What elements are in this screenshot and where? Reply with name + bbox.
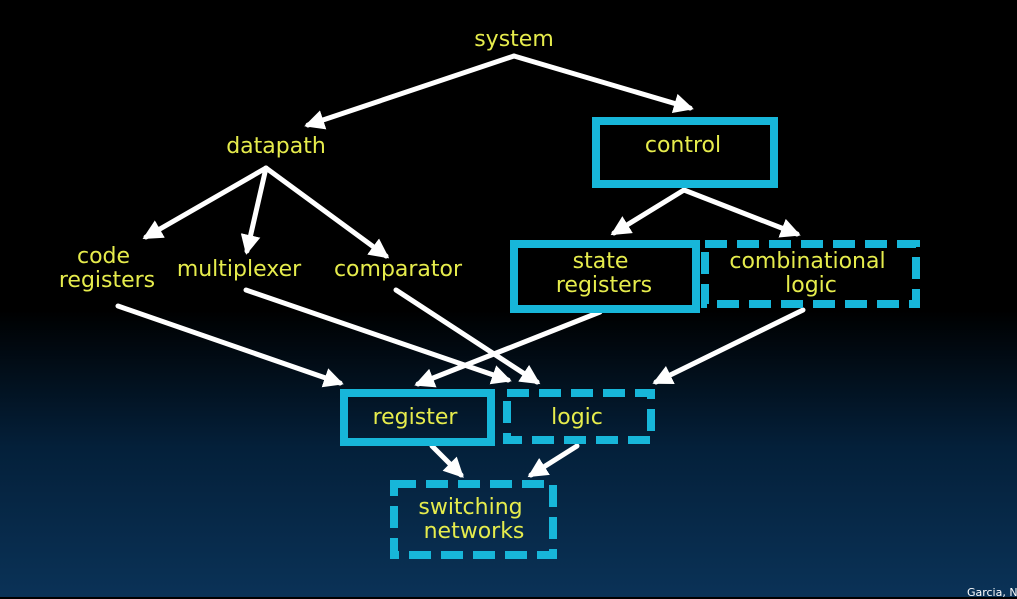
comparator-label: comparator xyxy=(334,257,463,282)
system-label: system xyxy=(474,27,554,52)
edge-code-registers-register xyxy=(115,303,344,388)
register-label: register xyxy=(373,405,459,430)
edge-control-combinational-logic xyxy=(681,187,801,238)
control-box xyxy=(592,117,778,188)
control-label: control xyxy=(645,133,721,158)
state-registers-box xyxy=(510,240,700,313)
edge-system-control xyxy=(511,53,694,114)
edge-comparator-logic xyxy=(393,287,541,385)
logic-box xyxy=(503,389,655,444)
edge-datapath-multiplexer xyxy=(240,165,269,255)
logic-label: logic xyxy=(551,405,603,430)
edge-datapath-comparator xyxy=(263,165,390,259)
switching-networks-box xyxy=(390,480,557,559)
state-registers-label: state registers xyxy=(556,249,652,298)
multiplexer-label: multiplexer xyxy=(177,257,302,282)
register-box xyxy=(340,389,495,446)
author-credit: Garcia, Nik xyxy=(966,586,1017,599)
edge-combinational-logic-logic xyxy=(652,307,806,385)
combinational-logic-label: combinational logic xyxy=(729,249,892,298)
switching-networks-label: switching networks xyxy=(418,495,529,544)
code-registers-label: code registers xyxy=(59,244,155,293)
boxes xyxy=(340,117,920,559)
datapath-label: datapath xyxy=(226,134,326,159)
edges xyxy=(115,53,806,478)
edge-register-switching-networks xyxy=(429,443,464,478)
edge-state-registers-register xyxy=(414,309,603,388)
edge-logic-switching-networks xyxy=(527,443,580,478)
edge-system-datapath xyxy=(304,53,517,130)
edge-datapath-code-registers xyxy=(142,165,269,240)
edge-control-state-registers xyxy=(610,187,687,236)
combinational-logic-box xyxy=(701,240,920,308)
labels: system datapath control code registers m… xyxy=(59,27,892,544)
